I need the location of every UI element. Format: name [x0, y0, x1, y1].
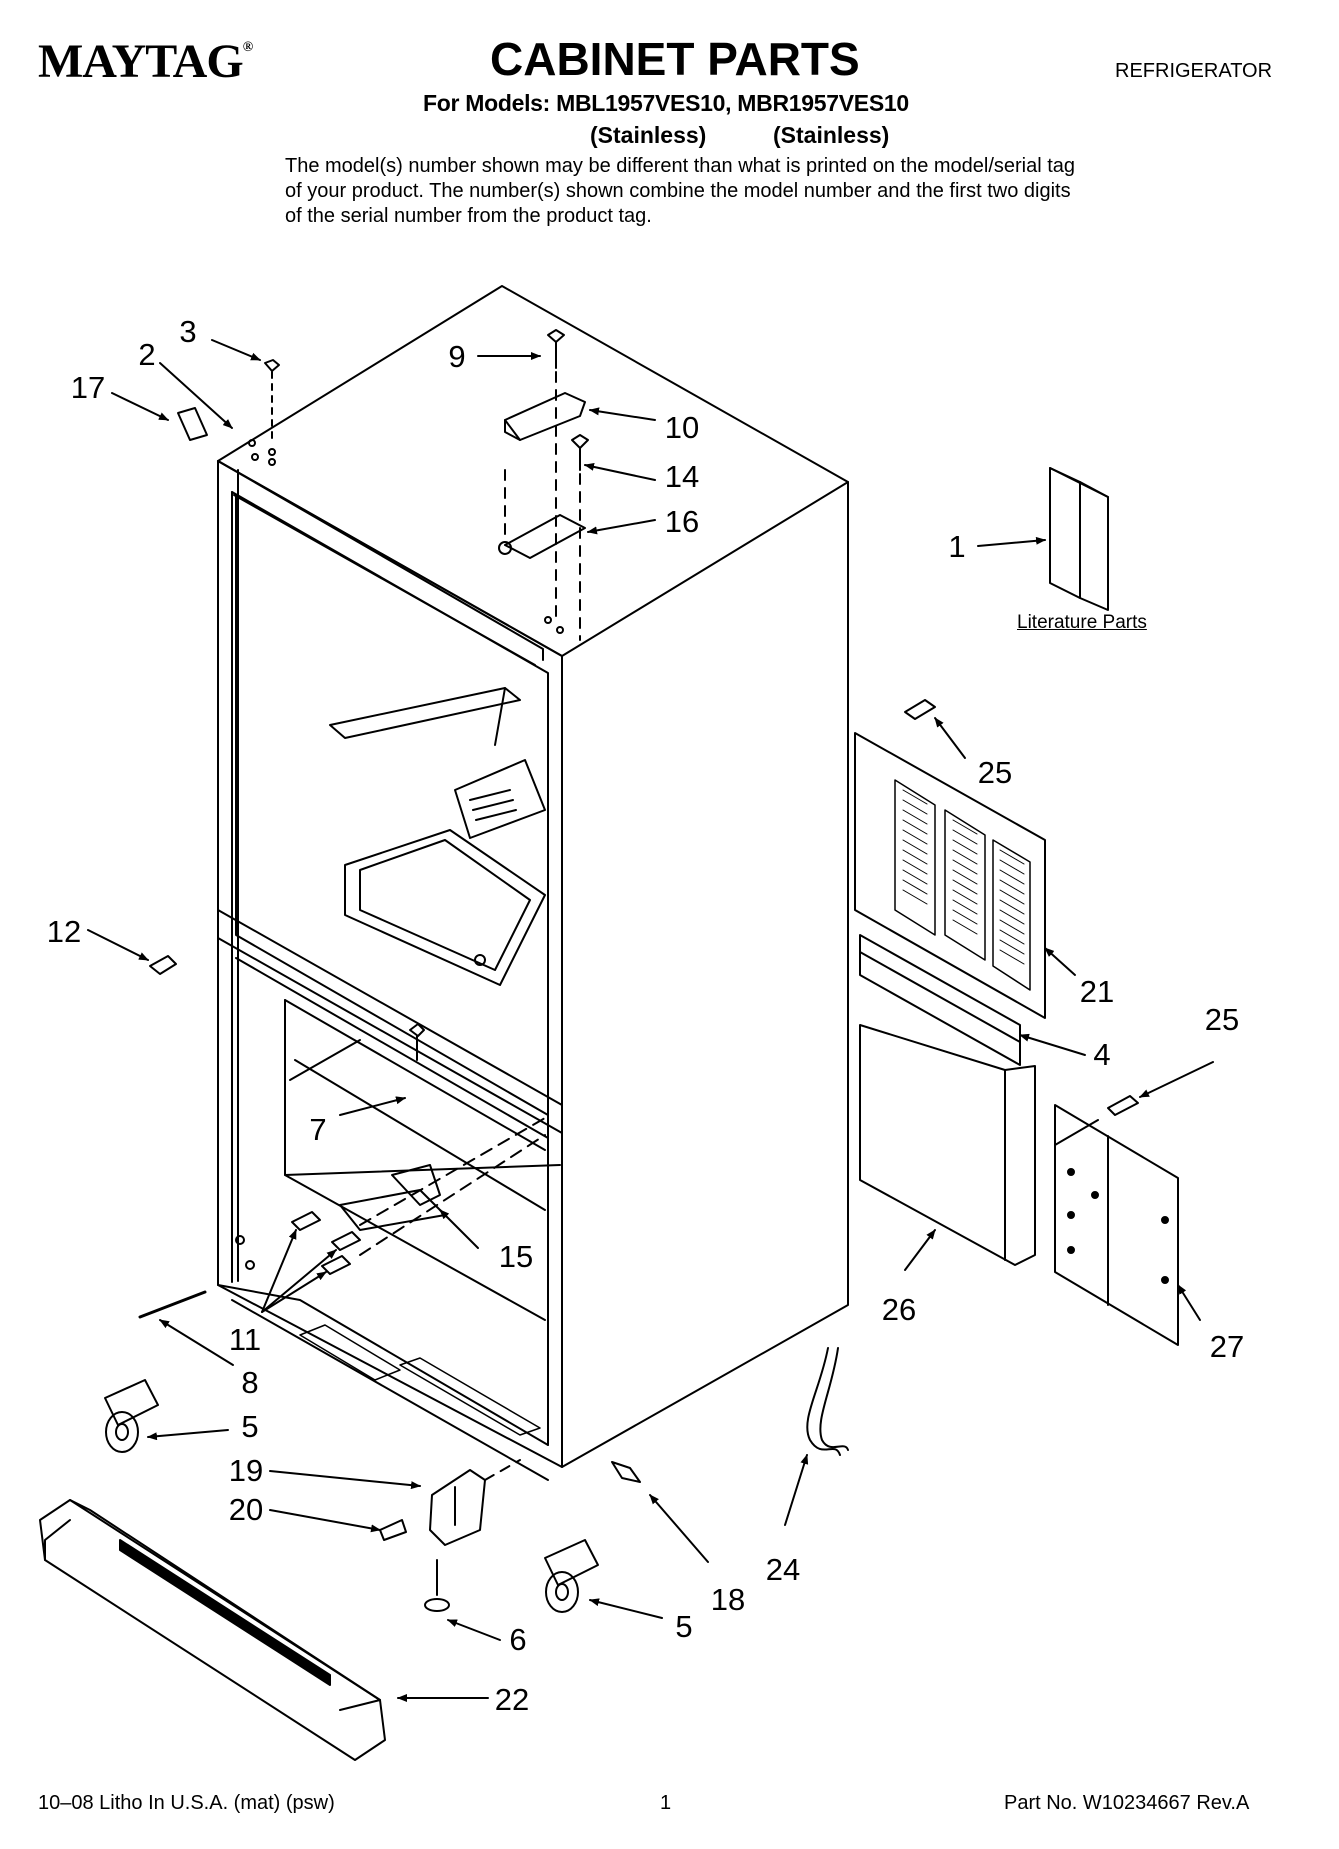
print-info: 10–08 Litho In U.S.A. (mat) (psw) — [38, 1792, 335, 1814]
brand-name: MAYTAG — [38, 35, 244, 88]
callout-9: 9 — [448, 339, 466, 374]
finish-label-2: (Stainless) — [773, 122, 890, 148]
callout-12: 12 — [46, 914, 82, 949]
model-numbers: For Models: MBL1957VES10, MBR1957VES10 — [423, 90, 909, 116]
callout-18: 18 — [710, 1582, 746, 1617]
page-number: 1 — [660, 1792, 672, 1814]
callout-19: 19 — [228, 1453, 264, 1488]
callout-26: 26 — [881, 1292, 917, 1327]
callout-24: 24 — [765, 1552, 801, 1587]
callout-27: 27 — [1209, 1329, 1245, 1364]
callout-leaders — [87, 339, 1214, 1702]
brand-logo: MAYTAG® — [38, 34, 254, 89]
callout-2: 2 — [138, 337, 156, 372]
casters — [104, 1379, 599, 1613]
callout-10: 10 — [664, 410, 700, 445]
cabinet — [217, 285, 849, 1481]
base-grille — [39, 1499, 386, 1761]
callout-22: 22 — [494, 1682, 530, 1717]
rear-machine-compartment-panels — [854, 699, 1179, 1346]
callout-4: 4 — [1093, 1037, 1111, 1072]
product-category: REFRIGERATOR — [1115, 60, 1273, 82]
part-number: Part No. W10234667 Rev.A — [1004, 1792, 1250, 1814]
callout-16: 16 — [664, 504, 700, 539]
callout-11: 11 — [228, 1322, 262, 1357]
callout-7: 7 — [309, 1112, 327, 1147]
callout-6: 6 — [509, 1622, 527, 1657]
top-hinge-assembly — [498, 329, 589, 641]
callout-21: 21 — [1079, 974, 1115, 1009]
page-title: CABINET PARTS — [490, 33, 860, 85]
model-note: The model(s) number shown may be differe… — [285, 155, 1076, 227]
finish-label-1: (Stainless) — [590, 122, 707, 148]
literature-parts-label: Literature Parts — [1017, 612, 1147, 633]
callout-25-lower: 25 — [1204, 1002, 1240, 1037]
callout-20: 20 — [228, 1492, 264, 1527]
side-screws — [138, 955, 546, 1319]
callout-8: 8 — [241, 1365, 259, 1400]
lower-hinge-bracket — [379, 1459, 521, 1612]
callout-3: 3 — [179, 314, 197, 349]
callout-15: 15 — [498, 1239, 534, 1274]
literature-book — [1049, 467, 1109, 611]
callout-1: 1 — [948, 529, 966, 564]
callout-5-right: 5 — [675, 1609, 693, 1644]
callout-25-upper: 25 — [977, 755, 1013, 790]
drain-tube-and-clip — [611, 1347, 849, 1483]
top-left-small-parts — [177, 359, 280, 441]
callout-5-left: 5 — [241, 1409, 259, 1444]
callout-17: 17 — [70, 370, 106, 405]
callout-14: 14 — [664, 459, 700, 494]
registered-mark: ® — [242, 40, 254, 55]
